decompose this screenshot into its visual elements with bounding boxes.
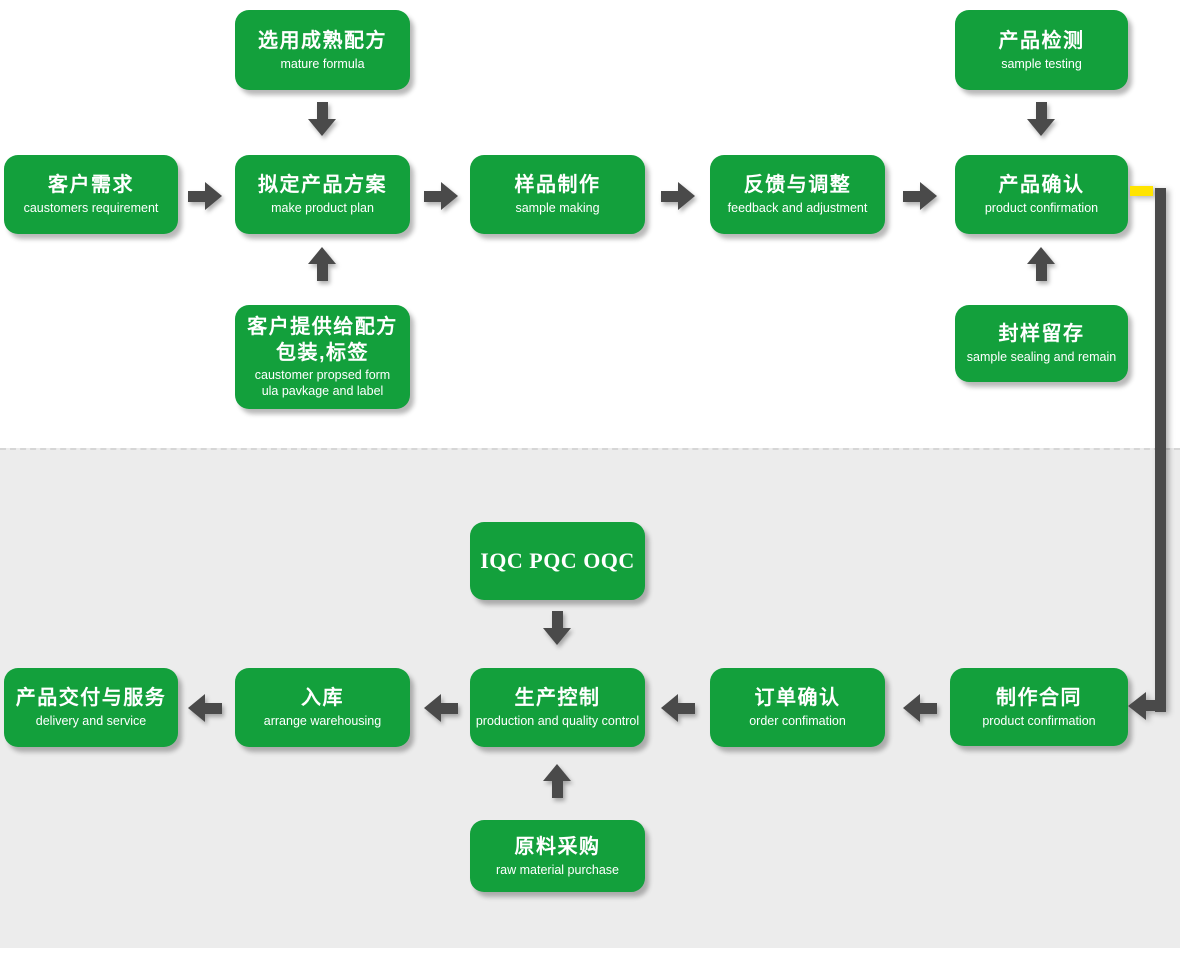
node-iqc-pqc-oqc: IQC PQC OQC (470, 522, 645, 600)
node-title: 产品检测 (998, 29, 1085, 52)
node-order-confirmation: 订单确认 order confimation (710, 668, 885, 747)
node-subtitle: sample sealing and remain (966, 350, 1117, 365)
arrow-left-icon (424, 694, 458, 722)
node-production-control: 生产控制 production and quality control (470, 668, 645, 747)
node-title: 样品制作 (514, 174, 601, 197)
node-customer-formula: 客户提供给配方 包装,标签 caustomer propsed form ula… (235, 305, 410, 409)
node-delivery-service: 产品交付与服务 delivery and service (4, 668, 178, 747)
node-subtitle: production and quality control (475, 714, 640, 729)
node-title: 客户需求 (48, 174, 134, 197)
node-title: 生产控制 (514, 687, 601, 710)
arrow-up-icon (1027, 247, 1055, 281)
node-subtitle-line1: caustomer propsed form (254, 368, 391, 383)
node-raw-material: 原料采购 raw material purchase (470, 820, 645, 892)
node-title: 制作合同 (996, 686, 1082, 709)
arrow-up-icon (308, 247, 336, 281)
node-feedback-adjustment: 反馈与调整 feedback and adjustment (710, 155, 885, 234)
connector-vertical-line (1155, 188, 1166, 712)
node-subtitle: product confirmation (982, 713, 1096, 728)
connector-arrowhead-icon (1128, 692, 1146, 720)
node-subtitle: delivery and service (35, 714, 147, 729)
arrow-down-icon (1027, 102, 1055, 136)
node-subtitle: sample testing (1001, 56, 1082, 71)
node-title: 产品交付与服务 (15, 687, 167, 710)
arrow-down-icon (308, 102, 336, 136)
node-subtitle: caustomers requirement (23, 201, 159, 216)
node-subtitle: product confirmation (984, 201, 1099, 216)
node-subtitle: raw material purchase (496, 862, 619, 877)
node-title-line1: 客户提供给配方 (247, 316, 398, 339)
node-warehousing: 入库 arrange warehousing (235, 668, 410, 747)
node-title: 选用成熟配方 (258, 29, 387, 52)
node-title: 原料采购 (514, 835, 601, 858)
node-subtitle-line2: ula pavkage and label (261, 384, 384, 398)
node-subtitle: make product plan (271, 201, 374, 216)
arrow-right-icon (903, 182, 937, 210)
node-subtitle: order confimation (749, 714, 846, 729)
connector-yellow-segment (1130, 186, 1153, 196)
arrow-right-icon (188, 182, 222, 210)
node-sample-making: 样品制作 sample making (470, 155, 645, 234)
node-title: 反馈与调整 (743, 174, 852, 197)
node-sample-sealing: 封样留存 sample sealing and remain (955, 305, 1128, 382)
connector-horizontal-arm (1144, 700, 1166, 711)
node-title: 拟定产品方案 (258, 174, 387, 197)
arrow-right-icon (661, 182, 695, 210)
node-make-contract: 制作合同 product confirmation (950, 668, 1128, 746)
node-sample-testing: 产品检测 sample testing (955, 10, 1128, 90)
arrow-left-icon (661, 694, 695, 722)
node-subtitle: arrange warehousing (263, 714, 382, 729)
arrow-left-icon (188, 694, 222, 722)
node-title: 产品确认 (998, 174, 1085, 197)
node-subtitle: feedback and adjustment (727, 201, 868, 216)
node-title-line2: 包装,标签 (275, 342, 370, 365)
node-title: 入库 (301, 687, 344, 710)
node-subtitle: sample making (515, 201, 600, 216)
node-mature-formula: 选用成熟配方 mature formula (235, 10, 410, 90)
arrow-right-icon (424, 182, 458, 210)
node-title: IQC PQC OQC (480, 547, 635, 573)
node-subtitle: mature formula (280, 56, 365, 71)
node-product-confirmation: 产品确认 product confirmation (955, 155, 1128, 234)
arrow-down-icon (543, 611, 571, 645)
arrow-left-icon (903, 694, 937, 722)
node-title: 封样留存 (998, 323, 1085, 346)
node-customer-requirement: 客户需求 caustomers requirement (4, 155, 178, 234)
arrow-up-icon (543, 764, 571, 798)
node-make-product-plan: 拟定产品方案 make product plan (235, 155, 410, 234)
node-title: 订单确认 (754, 687, 841, 710)
